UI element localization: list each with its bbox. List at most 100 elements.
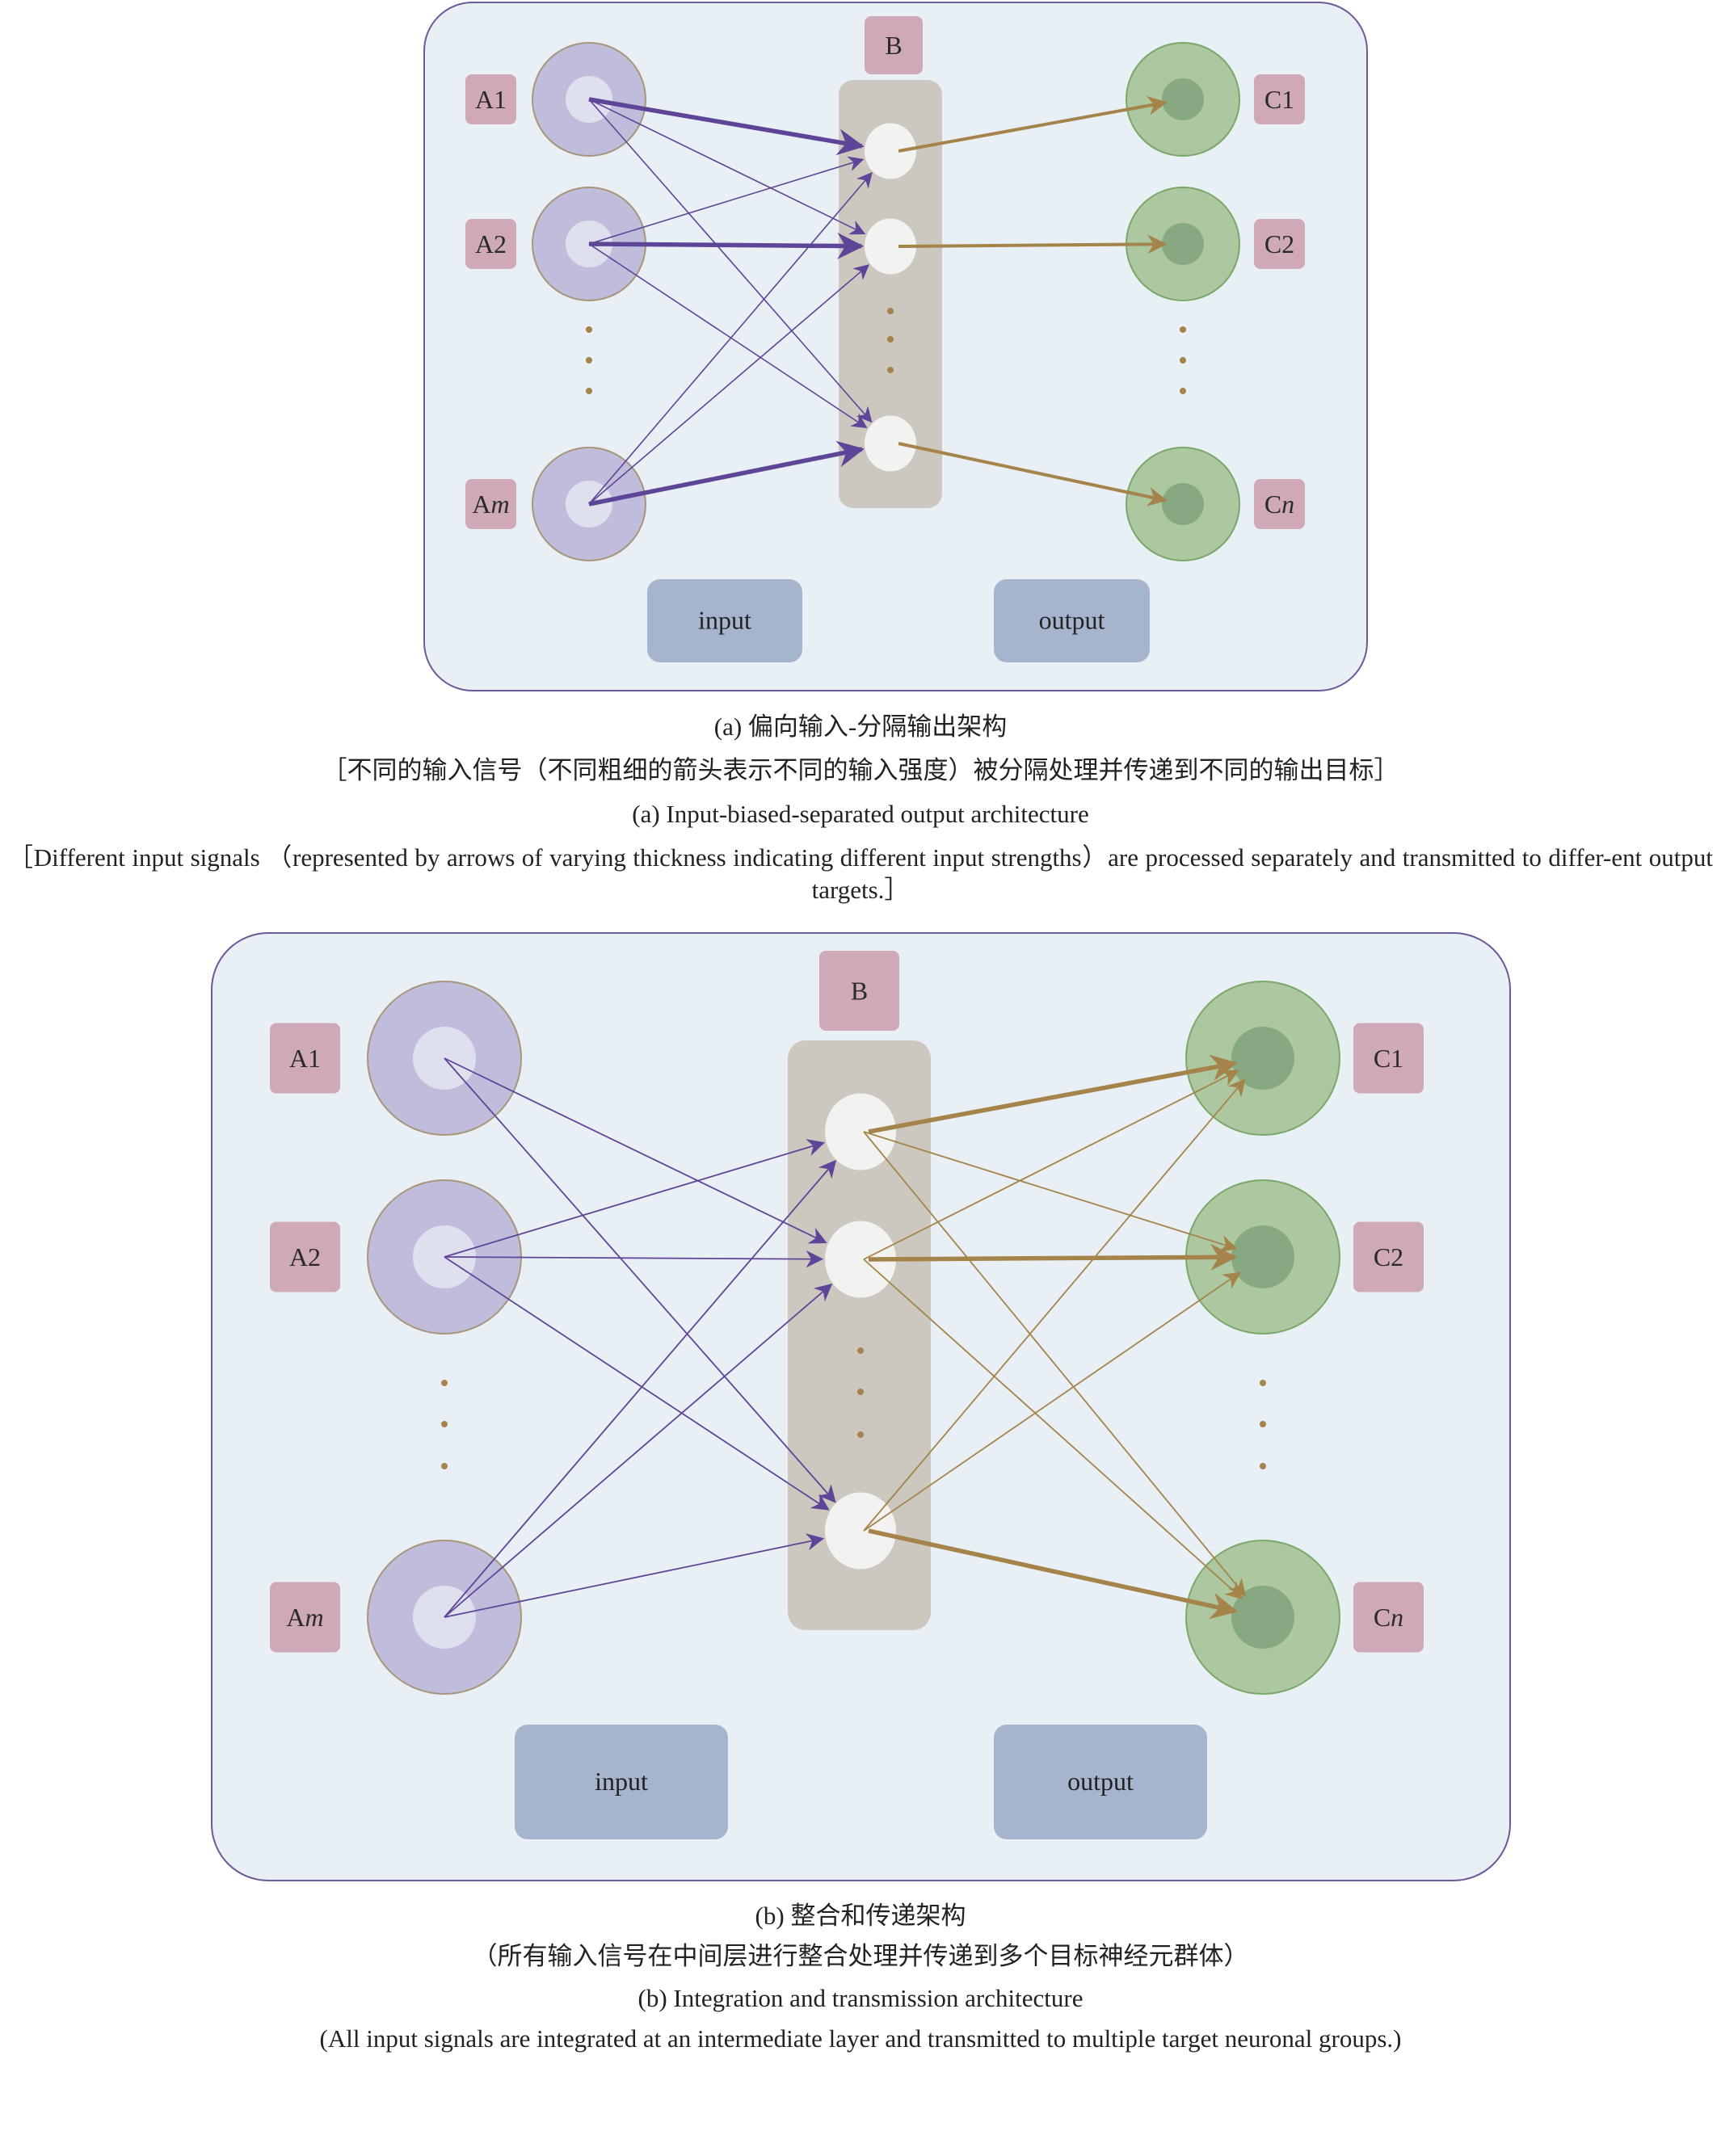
- output-neuron-core: [1231, 1586, 1294, 1649]
- output-neuron-core: [1162, 78, 1204, 120]
- caption-b-zh-title: (b) 整合和传递架构: [755, 1902, 966, 1930]
- input-label: Am: [472, 490, 509, 519]
- b-node: [865, 123, 916, 179]
- ellipsis-dot: [1260, 1380, 1266, 1386]
- ellipsis-dot: [857, 1389, 864, 1395]
- ellipsis-dot: [586, 326, 592, 333]
- input-label: A2: [475, 229, 507, 258]
- output-label: C2: [1264, 229, 1294, 258]
- output-arrow: [868, 1243, 1238, 1271]
- output-label-box: [1254, 219, 1305, 269]
- caption-b-zh-desc: （所有输入信号在中间层进行整合处理并传递到多个目标神经元群体）: [472, 1942, 1249, 1970]
- input-arrow: [588, 171, 873, 505]
- ellipsis-dot: [857, 1347, 864, 1354]
- output-arrow: [898, 442, 1168, 506]
- output-arrow: [898, 95, 1168, 153]
- input-arrow: [444, 1159, 837, 1618]
- ellipsis-dot: [586, 357, 592, 364]
- input-box-label: input: [595, 1767, 648, 1796]
- b-node: [825, 1093, 896, 1170]
- b-node: [825, 1492, 896, 1570]
- output-label-box: [1353, 1582, 1424, 1653]
- input-label: A1: [289, 1044, 321, 1073]
- output-neuron-core: [1162, 223, 1204, 265]
- output-label: Cn: [1374, 1603, 1403, 1632]
- ellipsis-dot: [441, 1463, 448, 1469]
- input-box: [647, 579, 802, 662]
- input-arrow: [588, 243, 868, 429]
- input-arrow: [444, 1139, 826, 1258]
- input-arrow: [588, 99, 866, 235]
- ellipsis-dot: [857, 1431, 864, 1438]
- caption-a-en-desc: ［Different input signals （represented by…: [8, 843, 1713, 904]
- input-arrow: [444, 1283, 833, 1618]
- input-label-box: [465, 479, 516, 529]
- b-label: B: [885, 31, 902, 60]
- output-arrow: [868, 1054, 1238, 1134]
- output-arrow: [863, 1078, 1246, 1532]
- output-neuron-core: [1231, 1027, 1294, 1090]
- output-label-box: [1254, 74, 1305, 124]
- output-box: [994, 579, 1150, 662]
- b-layer-column: [788, 1040, 931, 1630]
- input-arrow: [444, 1057, 836, 1503]
- caption-b-en-desc: (All input signals are integrated at an …: [319, 2024, 1402, 2053]
- input-arrow: [444, 1533, 825, 1618]
- input-arrow: [588, 440, 865, 506]
- output-arrow: [863, 1131, 1238, 1253]
- ellipsis-dot: [586, 388, 592, 394]
- output-box: [994, 1725, 1207, 1839]
- input-box: [515, 1725, 728, 1839]
- ellipsis-dot: [1180, 326, 1186, 333]
- input-arrow: [588, 97, 865, 156]
- output-neuron-core: [1162, 483, 1204, 525]
- output-arrow: [863, 1131, 1247, 1597]
- output-box-label: output: [1039, 606, 1105, 635]
- input-box-label: input: [698, 606, 751, 635]
- b-label-box: [819, 951, 899, 1031]
- caption-b-en-title: (b) Integration and transmission archite…: [637, 1984, 1084, 2012]
- input-arrow: [588, 232, 865, 259]
- output-arrow: [863, 1070, 1239, 1260]
- b-label: B: [851, 977, 868, 1006]
- input-label: Am: [286, 1603, 323, 1632]
- output-label: C2: [1374, 1242, 1403, 1271]
- output-arrow: [863, 1271, 1241, 1532]
- ellipsis-dot: [1260, 1463, 1266, 1469]
- input-label-box: [270, 1221, 340, 1292]
- ellipsis-dot: [1180, 357, 1186, 364]
- output-label: Cn: [1264, 490, 1294, 519]
- output-label-box: [1353, 1221, 1424, 1292]
- output-neuron-core: [1231, 1225, 1294, 1288]
- ellipsis-dot: [1180, 388, 1186, 394]
- input-label-box: [465, 219, 516, 269]
- ellipsis-dot: [887, 336, 894, 343]
- output-box-label: output: [1067, 1767, 1134, 1796]
- input-arrow: [588, 264, 870, 505]
- input-label: A2: [289, 1242, 321, 1271]
- caption-a-zh-desc: ［不同的输入信号（不同粗细的箭头表示不同的输入强度）被分隔处理并传递到不同的输出…: [322, 756, 1399, 784]
- ellipsis-dot: [887, 367, 894, 373]
- input-label-box: [270, 1582, 340, 1653]
- input-arrow: [444, 1250, 824, 1268]
- input-arrow: [444, 1057, 827, 1244]
- b-node: [865, 415, 916, 472]
- ellipsis-dot: [441, 1421, 448, 1427]
- input-arrow: [444, 1256, 830, 1511]
- caption-a-zh-title: (a) 偏向输入-分隔输出架构: [713, 712, 1008, 741]
- output-label-box: [1353, 1023, 1424, 1094]
- caption-a-en-title: (a) Input-biased-separated output archit…: [632, 800, 1089, 828]
- output-arrow: [898, 234, 1168, 254]
- output-label: C1: [1374, 1044, 1403, 1073]
- input-arrow: [588, 99, 873, 423]
- output-label-box: [1254, 479, 1305, 529]
- output-arrow: [868, 1528, 1239, 1620]
- input-label: A1: [475, 85, 507, 114]
- ellipsis-dot: [1260, 1421, 1266, 1427]
- input-label-box: [270, 1023, 340, 1094]
- ellipsis-dot: [887, 308, 894, 314]
- input-arrow: [588, 156, 865, 245]
